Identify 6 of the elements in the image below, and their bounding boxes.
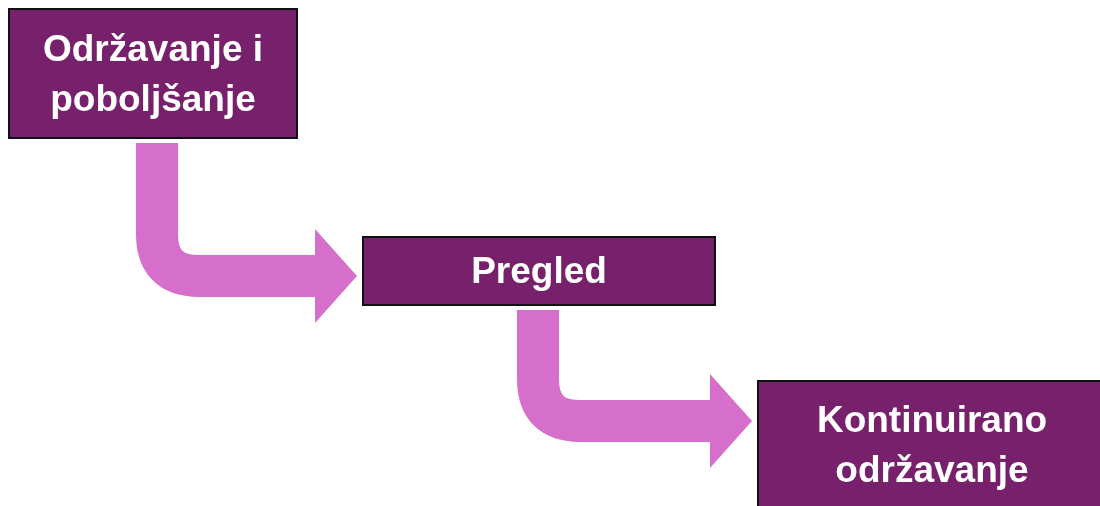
process-box <box>8 8 298 139</box>
box-label: Pregled <box>471 249 607 294</box>
process-box <box>757 380 1100 506</box>
box-label: Održavanje i poboljšanje <box>42 26 264 121</box>
process-box <box>362 236 716 306</box>
box-label: Kontinuirano održavanje <box>815 398 1049 492</box>
